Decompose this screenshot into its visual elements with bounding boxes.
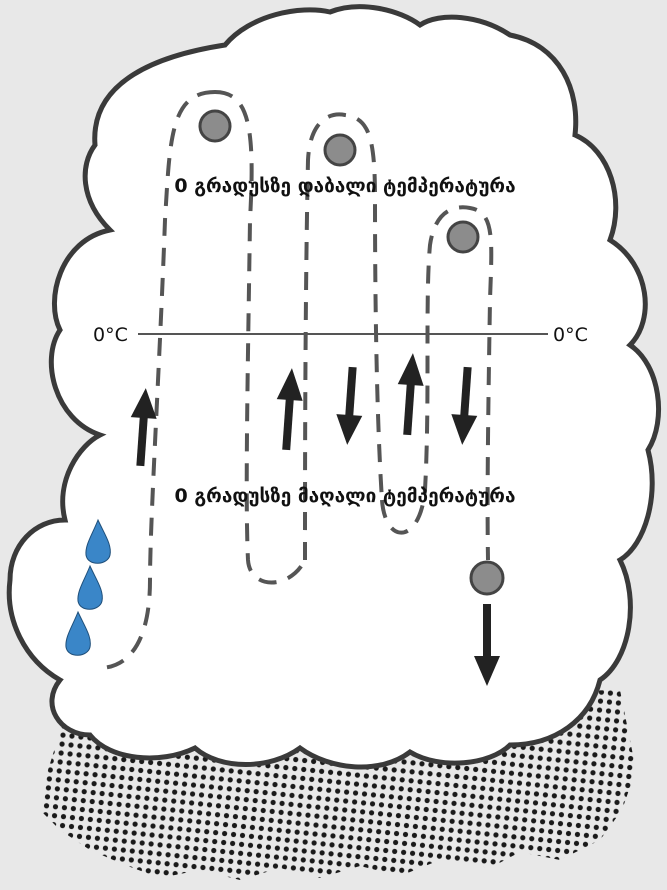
hail-path-left: [94, 90, 216, 671]
updraft-arrow-icon: [276, 368, 303, 451]
hailstone-icon: [198, 109, 232, 143]
raindrop-icon: [77, 564, 103, 610]
hail-cycle-paths: [94, 90, 494, 671]
raindrops: [65, 518, 111, 656]
storm-cloud: [6, 4, 661, 770]
isotherm-label-left: 0°C: [93, 324, 128, 346]
lower-zone-label: 0 გრადუსზე მაღალი ტემპერატურა: [175, 485, 516, 507]
upper-zone-label: 0 გრადუსზე დაბალი ტემპერატურა: [174, 175, 515, 197]
downdraft-arrow-icon: [474, 604, 500, 686]
airflow-arrows: [130, 353, 500, 686]
hailstone-icon: [323, 133, 357, 167]
hail-path-far-right: [380, 205, 494, 561]
raindrop-icon: [85, 518, 111, 564]
updraft-arrow-icon: [397, 353, 424, 436]
hail-path-right-inner: [303, 112, 384, 561]
hailstone-icon: [469, 560, 505, 596]
updraft-arrow-icon: [130, 388, 157, 467]
hailstone-icon: [446, 220, 480, 254]
raindrop-icon: [65, 610, 91, 656]
hailstones: [198, 109, 505, 596]
isotherm-label-right: 0°C: [553, 324, 588, 346]
downdraft-arrow-icon: [336, 366, 363, 445]
downdraft-arrow-icon: [451, 366, 478, 445]
hail-path-center: [214, 90, 307, 585]
